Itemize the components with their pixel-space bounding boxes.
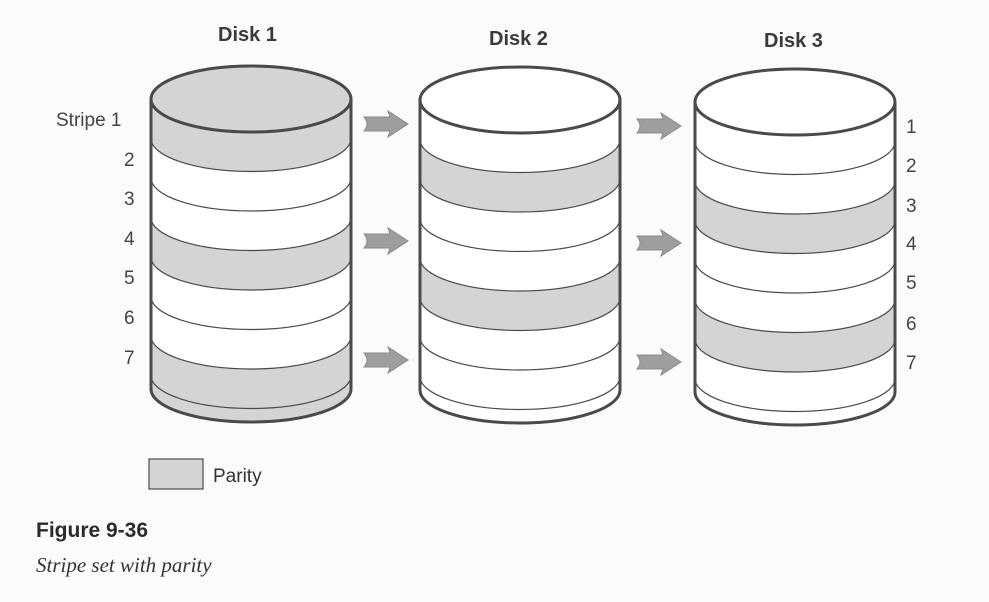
disk-1-top-cap: [149, 64, 353, 134]
figure-caption: Stripe set with parity: [36, 553, 212, 577]
legend-label: Parity: [213, 466, 262, 487]
disk-3-stripe-7: [695, 339, 895, 412]
disk-1-boundary-6: [150, 335, 352, 370]
right-stripe-label-7: 7: [906, 353, 917, 374]
disk-1-stripe-6: [151, 296, 351, 369]
left-stripe-label-2: 2: [124, 150, 135, 171]
disk-3-stripe-1: [695, 102, 895, 175]
disk-3-boundary-2: [694, 180, 896, 215]
disk-2-boundary-6: [419, 336, 621, 371]
disk-1-stripe-1: [151, 99, 351, 172]
left-stripe-label-7: 7: [124, 348, 135, 369]
figure-number: Figure 9-36: [36, 519, 149, 542]
disk-1-boundary-3: [150, 217, 352, 252]
disk-3-title: Disk 3: [764, 30, 823, 52]
disk-1-outline: [149, 99, 353, 424]
disk-3-stripe-3: [695, 181, 895, 254]
disk-3-boundary-4: [694, 259, 896, 294]
disk-2-outline: [418, 100, 622, 425]
arrow-disk2-to-disk3-2: [635, 228, 682, 258]
disk-3-stripe-5: [695, 260, 895, 333]
disk-3-outline: [693, 102, 897, 427]
disk-3-boundary-7: [694, 378, 896, 413]
disk-3-base: [695, 378, 895, 425]
disk-2-stripe-4: [420, 218, 620, 291]
disk-3-stripe-4: [695, 220, 895, 293]
disk-3-boundary-1: [694, 141, 896, 176]
left-stripe-label-4: 4: [124, 229, 135, 250]
right-stripe-label-5: 5: [906, 273, 917, 294]
right-stripe-label-3: 3: [906, 196, 917, 217]
arrow-disk2-to-disk3-3: [635, 347, 682, 377]
disk-3-boundary-3: [694, 220, 896, 255]
right-stripe-label-6: 6: [906, 314, 917, 335]
disk-1-boundary-2: [150, 177, 352, 212]
disk-2-boundary-5: [419, 297, 621, 332]
disk-2-stripe-2: [420, 139, 620, 212]
disk-1-stripe-7: [151, 336, 351, 409]
disk-2-boundary-3: [419, 218, 621, 253]
arrow-disk1-to-disk2-3: [362, 345, 409, 375]
disk-2-stripe-1: [420, 100, 620, 173]
disk-2-stripe-5: [420, 258, 620, 331]
disk-2-boundary-7: [419, 376, 621, 411]
disk-2-stripe-6: [420, 297, 620, 370]
right-stripe-label-2: 2: [906, 156, 917, 177]
disk-1-boundary-7: [150, 375, 352, 410]
disk-2-title: Disk 2: [489, 28, 548, 50]
right-stripe-label-4: 4: [906, 234, 917, 255]
left-stripe-label-6: 6: [124, 308, 135, 329]
left-stripe-label-5: 5: [124, 268, 135, 289]
disk-2-boundary-1: [419, 139, 621, 174]
disk-3-stripe-2: [695, 141, 895, 214]
disk-2-stripe-3: [420, 179, 620, 252]
disk-2-boundary-4: [419, 257, 621, 292]
arrow-disk1-to-disk2-1: [362, 109, 409, 139]
disk-1-stripe-2: [151, 138, 351, 211]
disk-1-stripe-5: [151, 257, 351, 330]
disk-1-base: [151, 375, 351, 422]
arrow-disk2-to-disk3-1: [635, 111, 682, 141]
left-stripe-label-1: Stripe 1: [56, 110, 122, 131]
arrow-disk1-to-disk2-2: [362, 226, 409, 256]
left-stripe-label-3: 3: [124, 189, 135, 210]
disk-2-top-cap: [418, 65, 622, 135]
disk-1-boundary-4: [150, 256, 352, 291]
right-stripe-label-1: 1: [906, 117, 917, 138]
disk-3-boundary-6: [694, 338, 896, 373]
disk-2-stripe-7: [420, 337, 620, 410]
disk-3-boundary-5: [694, 299, 896, 334]
disk-3-stripe-6: [695, 299, 895, 372]
disk-1-title: Disk 1: [218, 24, 277, 46]
disk-2-base: [420, 376, 620, 423]
disk-1-boundary-5: [150, 296, 352, 331]
disk-1-stripe-4: [151, 217, 351, 290]
legend-parity-swatch: [148, 458, 204, 490]
disk-2-boundary-2: [419, 178, 621, 213]
disk-1-boundary-1: [150, 138, 352, 173]
disk-3-top-cap: [693, 67, 897, 137]
disk-1-stripe-3: [151, 178, 351, 251]
